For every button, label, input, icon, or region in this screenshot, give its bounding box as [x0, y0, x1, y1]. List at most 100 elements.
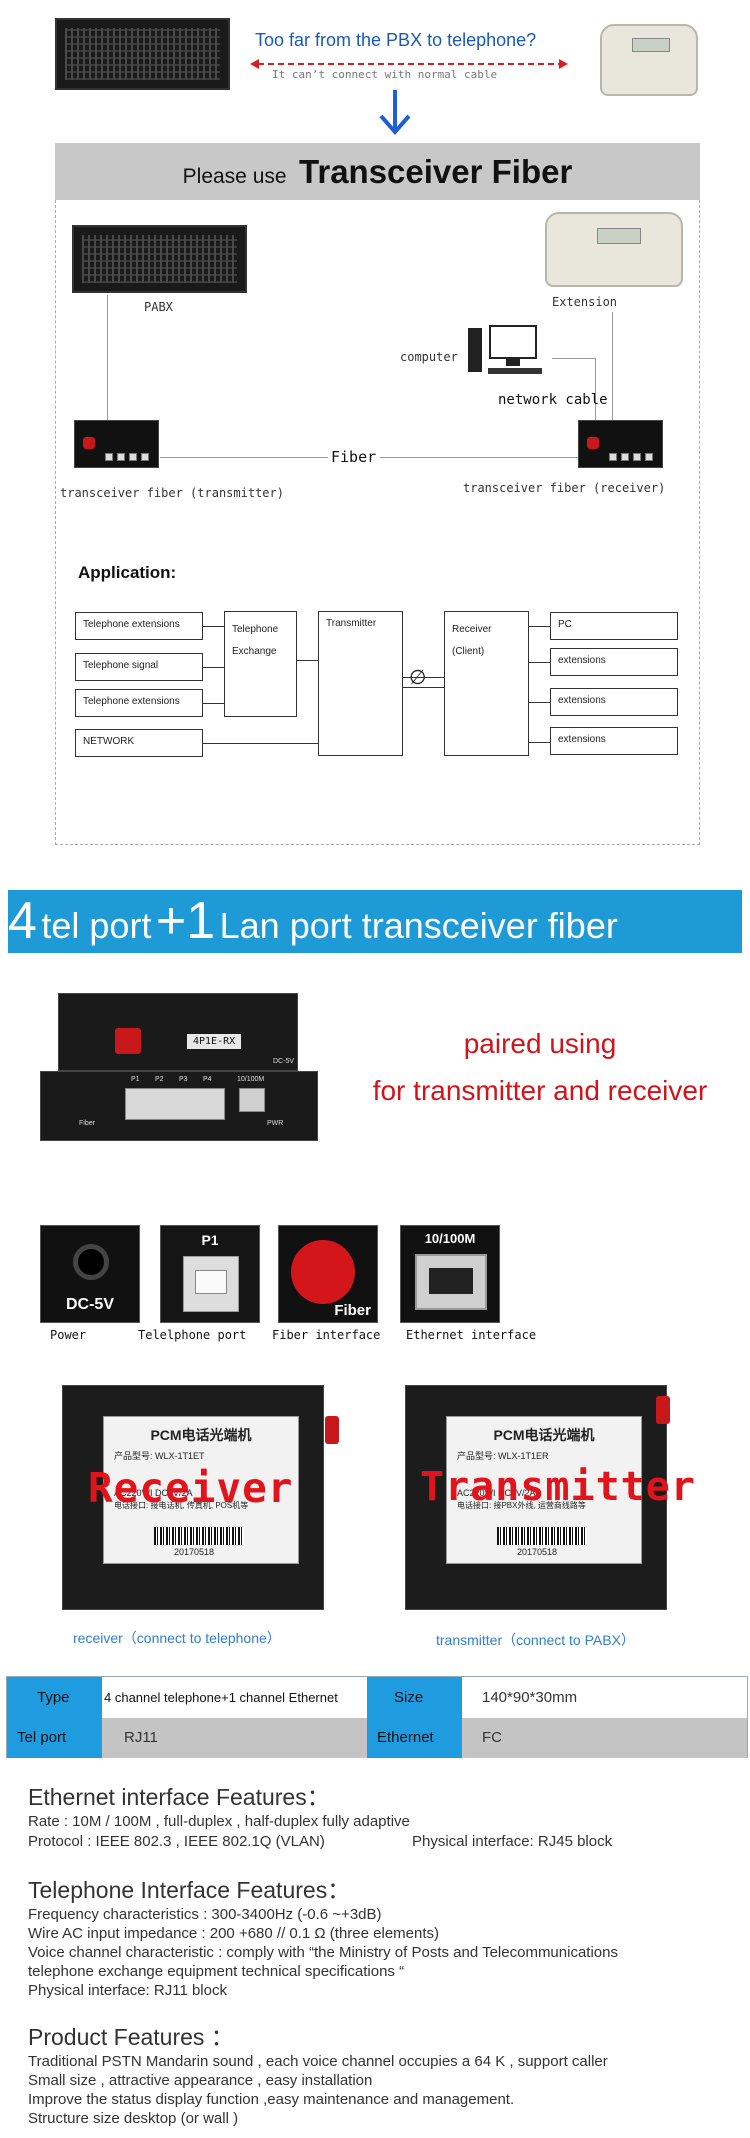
network-line-h — [552, 358, 596, 359]
pabx-link-line — [107, 295, 108, 425]
telephone-port-image: P1 — [160, 1225, 260, 1323]
right-conn-3 — [529, 702, 551, 703]
transmitter-barcode — [497, 1527, 587, 1545]
left-conn-3 — [203, 703, 225, 704]
distance-question: Too far from the PBX to telephone? — [255, 30, 537, 50]
extension-label: Extension — [552, 295, 618, 309]
stack-port-label-1: P1 — [131, 1076, 140, 1083]
exchange-line2: Exchange — [232, 646, 277, 657]
stack-port-label-4: P4 — [203, 1076, 212, 1083]
spec-telport-label: Tel port — [7, 1718, 102, 1758]
ethernet-features-title: Ethernet interface Features： — [28, 1784, 330, 1810]
product-banner: 4 tel port +1 Lan port transceiver fiber — [8, 890, 742, 953]
app-box-right-2: extensions — [550, 648, 678, 676]
spec-size-label: Size — [367, 1677, 462, 1718]
receiver-barcode — [154, 1527, 244, 1545]
product-title: Transceiver Fiber — [299, 153, 573, 190]
receiver-device-image — [578, 420, 663, 468]
power-caption: Power — [50, 1328, 87, 1342]
please-use-header: Please use Transceiver Fiber — [55, 143, 700, 200]
receiver-power: AC220V/I DC5V/2A — [114, 1488, 193, 1498]
ethernet-physical: Physical interface: RJ45 block — [412, 1833, 613, 1850]
fiber-symbol: ∅ — [409, 667, 427, 689]
telephone-features-title: Telephone Interface Features： — [28, 1877, 351, 1903]
dc-tag: DC-5V — [273, 1058, 295, 1065]
extension-phone-image — [545, 212, 683, 287]
spec-ethernet-value: FC — [462, 1718, 747, 1758]
tel-feature-line-5: Physical interface: RJ11 block — [28, 1982, 227, 1999]
tel-feature-line-4: telephone exchange equipment technical s… — [28, 1963, 405, 1980]
transmitter-label: transceiver fiber (transmitter) — [60, 486, 284, 500]
ethernet-port-image: 10/100M — [400, 1225, 500, 1323]
power-tag: DC-5V — [65, 1296, 114, 1313]
pbx-device-image — [55, 18, 230, 90]
left-conn-2 — [203, 667, 225, 668]
tx-rx-link-1 — [403, 677, 445, 678]
fiber-tag: Fiber — [334, 1302, 371, 1319]
app-box-right-4: extensions — [550, 727, 678, 755]
tel-feature-line-1: Frequency characteristics : 300-3400Hz (… — [28, 1906, 382, 1923]
receiver-box: Receiver (Client) — [444, 611, 529, 756]
product-stack-image: 4P1E-RX DC-5V P1 P2 P3 P4 10/100M PWR Fi… — [40, 985, 320, 1145]
app-box-left-4: NETWORK — [75, 729, 203, 757]
app-box-right-1: PC — [550, 612, 678, 640]
right-conn-2 — [529, 662, 551, 663]
receiver-line1: Receiver — [452, 624, 492, 635]
transmitter-device-image — [74, 420, 159, 468]
model-tag: 4P1E-RX — [187, 1034, 242, 1049]
ethernet-caption: Ethernet interface — [406, 1328, 537, 1342]
please-use-text: Please use — [182, 165, 287, 188]
stack-port-label-2: P2 — [155, 1076, 164, 1083]
prod-feature-line-4: Structure size desktop (or wall ) — [28, 2110, 239, 2127]
telephone-feature-lines: Frequency characteristics : 300-3400Hz (… — [28, 1905, 728, 2000]
stack-fiber-tag: Fiber — [79, 1120, 95, 1127]
diagram-frame — [55, 200, 700, 845]
fiber-caption: Fiber interface — [272, 1328, 381, 1342]
receiver-line2: (Client) — [452, 646, 485, 657]
tx-rx-link-2 — [403, 687, 445, 688]
spec-size-value: 140*90*30mm — [482, 1689, 578, 1706]
spec-ethernet-label: Ethernet — [367, 1718, 462, 1758]
transmitter-serial: 20170518 — [517, 1547, 558, 1557]
app-box-left-3: Telephone extensions — [75, 689, 203, 717]
exchange-conn — [297, 660, 319, 661]
transmitter-model: 产品型号: WLX-1T1ER — [457, 1451, 549, 1461]
ethernet-feature-line-1: Rate : 10M / 100M , full-duplex , half-d… — [28, 1813, 410, 1830]
receiver-label: transceiver fiber (receiver) — [463, 481, 666, 495]
transmitter-overlay: Transmitter — [420, 1464, 696, 1510]
spec-telport-value: RJ11 — [102, 1718, 367, 1758]
left-conn-1 — [203, 626, 225, 627]
product-feature-lines: Traditional PSTN Mandarin sound , each v… — [28, 2052, 738, 2128]
tel-feature-line-2: Wire AC input impedance : 200 +680 // 0.… — [28, 1925, 440, 1942]
transmitter-iface: 电话接口: 接PBX外线, 运营商线路等 — [457, 1501, 586, 1510]
pabx-device-image — [72, 225, 247, 293]
telephone-caption: Telelphone port — [138, 1328, 247, 1342]
paired-line2: for transmitter and receiver — [372, 1075, 708, 1106]
right-conn-4 — [529, 742, 551, 743]
spec-type-label: Type — [7, 1677, 102, 1718]
fiber-link-left — [160, 457, 328, 458]
banner-part1: tel port — [41, 905, 152, 946]
pabx-label: PABX — [144, 300, 173, 314]
app-box-left-1: Telephone extensions — [75, 612, 203, 640]
transmitter-unit-image: PCM电话光端机 产品型号: WLX-1T1ER AC220V/I DC5V/2… — [405, 1385, 695, 1610]
receiver-overlay: Receiver — [88, 1464, 294, 1512]
computer-image — [468, 322, 552, 380]
ethernet-feature-line-2: Protocol : IEEE 802.3 , IEEE 802.1Q (VLA… — [28, 1833, 325, 1850]
prod-feature-line-3: Improve the status display function ,eas… — [28, 2091, 515, 2108]
receiver-iface: 电话接口: 接电话机, 传真机, POS机等 — [114, 1501, 249, 1510]
banner-num: 4 — [8, 892, 37, 950]
product-features-title: Product Features ： — [28, 2024, 234, 2050]
right-conn-1 — [529, 626, 551, 627]
tel-feature-line-3: Voice channel characteristic : comply wi… — [28, 1944, 618, 1961]
transmitter-power: AC220V/I DC5V/2A — [457, 1488, 536, 1498]
paired-line1: paired using — [463, 1028, 617, 1059]
receiver-unit-image: PCM电话光端机 产品型号: WLX-1T1ET AC220V/I DC5V/2… — [62, 1385, 339, 1610]
receiver-model: 产品型号: WLX-1T1ET — [114, 1451, 205, 1461]
network-line-v — [595, 358, 596, 420]
network-cable-label: network cable — [498, 392, 608, 408]
spec-type-value: 4 channel telephone+1 channel Ethernet — [104, 1690, 338, 1705]
transmitter-box: Transmitter — [318, 611, 403, 756]
ethernet-tag: 10/100M — [424, 1231, 476, 1246]
down-arrow-icon — [378, 90, 412, 136]
